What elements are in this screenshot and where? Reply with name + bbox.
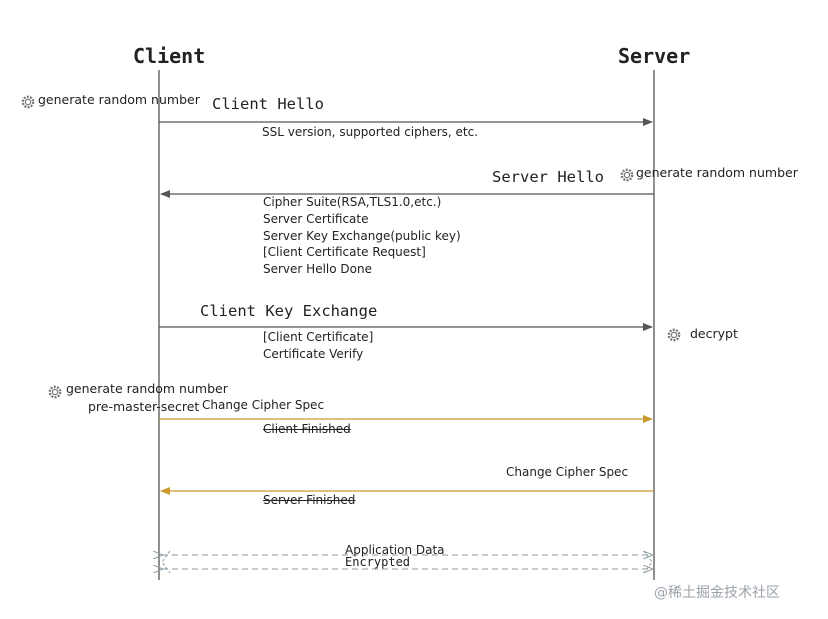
- watermark: @稀土掘金技术社区: [654, 585, 780, 601]
- server-hello-detail-item: Cipher Suite(RSA,TLS1.0,etc.): [263, 195, 442, 209]
- client-note-generate-random: generate random number: [38, 92, 200, 107]
- client-finished-label: Client Finished: [263, 422, 351, 436]
- application-data-label: Application Data: [345, 543, 445, 557]
- server-hello-detail-item: Server Certificate: [263, 211, 369, 226]
- server-hello-label: Server Hello: [492, 168, 604, 186]
- client-key-exchange-label: Client Key Exchange: [200, 302, 378, 320]
- client-note-pre-master-secret: pre-master-secret: [88, 399, 200, 414]
- application-data-encrypted: Encrypted: [345, 555, 411, 569]
- gear-icon: [48, 384, 62, 403]
- client-hello-label: Client Hello: [212, 95, 324, 113]
- server-hello-detail-item: Server Key Exchange(public key): [263, 228, 461, 243]
- gear-icon: [620, 167, 634, 186]
- client-title: Client: [133, 44, 206, 68]
- app-data-right-cap: [643, 550, 653, 574]
- server-note-decrypt: decrypt: [690, 326, 738, 341]
- server-hello-details: Cipher Suite(RSA,TLS1.0,etc.) Server Cer…: [263, 194, 461, 278]
- server-hello-detail-item: Server Hello Done: [263, 262, 372, 277]
- client-key-exchange-detail-item: [Client Certificate]: [263, 330, 374, 344]
- server-title: Server: [618, 44, 691, 68]
- client-key-exchange-details: [Client Certificate] Certificate Verify: [263, 329, 373, 363]
- client-hello-detail: SSL version, supported ciphers, etc.: [262, 125, 479, 139]
- gear-icon: [667, 327, 681, 346]
- server-change-cipher-label: Change Cipher Spec: [506, 465, 629, 479]
- server-note-generate-random: generate random number: [636, 165, 798, 180]
- server-hello-detail-item: [Client Certificate Request]: [263, 245, 426, 260]
- app-data-left-cap: [161, 550, 171, 574]
- client-note-generate-random-2: generate random number: [66, 381, 228, 396]
- client-change-cipher-label: Change Cipher Spec: [202, 398, 325, 412]
- client-key-exchange-detail-item: Certificate Verify: [263, 346, 364, 361]
- gear-icon: [21, 94, 35, 113]
- server-finished-label: Server Finished: [263, 493, 356, 507]
